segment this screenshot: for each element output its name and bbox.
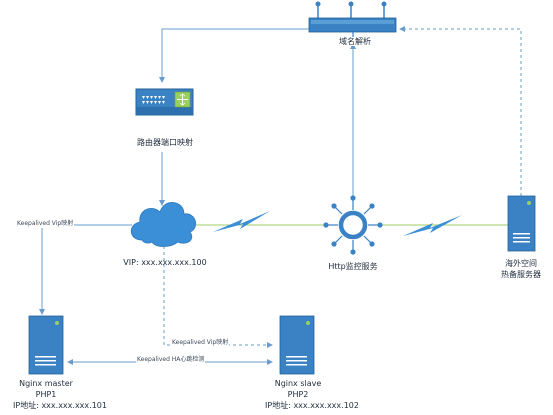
cloud-icon	[130, 202, 197, 247]
nginx-slave-label: Nginx slave	[274, 379, 322, 388]
keepalived-mid-label: Keepalived Vip映射	[171, 339, 230, 347]
dns-server-icon	[308, 1, 397, 47]
overseas-label-line2: 热备服务器	[501, 270, 541, 279]
overseas-label-line1: 海外空间	[505, 259, 537, 268]
http-monitor-icon	[323, 195, 383, 255]
php1-label: PHP1	[35, 390, 57, 399]
ip1-label: IP地址: xxx.xxx.xxx.101	[13, 401, 107, 410]
router-icon	[135, 88, 194, 116]
lightning-link-icon	[403, 215, 462, 236]
lightning-link-icon	[213, 211, 270, 232]
overseas-to-dns-line	[399, 26, 522, 196]
ip2-label: IP地址: xxx.xxx.xxx.102	[265, 401, 359, 410]
cloud-to-slave-line	[163, 246, 273, 348]
vip-label: VIP: xxx.xxx.xxx.100	[123, 258, 207, 267]
cloud-to-master-line	[39, 224, 132, 315]
php2-label: PHP2	[287, 390, 309, 399]
dns-to-router-line	[159, 28, 312, 83]
keepalived-left-label: Keepalived Vip映射	[16, 220, 75, 228]
dns-label: 域名解析	[337, 37, 373, 47]
server-tower-icon	[279, 315, 315, 375]
router-label: 路由器端口映射	[137, 138, 193, 147]
server-tower-icon	[28, 315, 64, 375]
nginx-master-label: Nginx master	[19, 379, 73, 388]
http-monitor-label: Http监控服务	[328, 262, 378, 271]
server-tower-icon	[507, 195, 536, 252]
keepalived-ha-label: Keepalived HA心跳检测	[136, 356, 206, 364]
